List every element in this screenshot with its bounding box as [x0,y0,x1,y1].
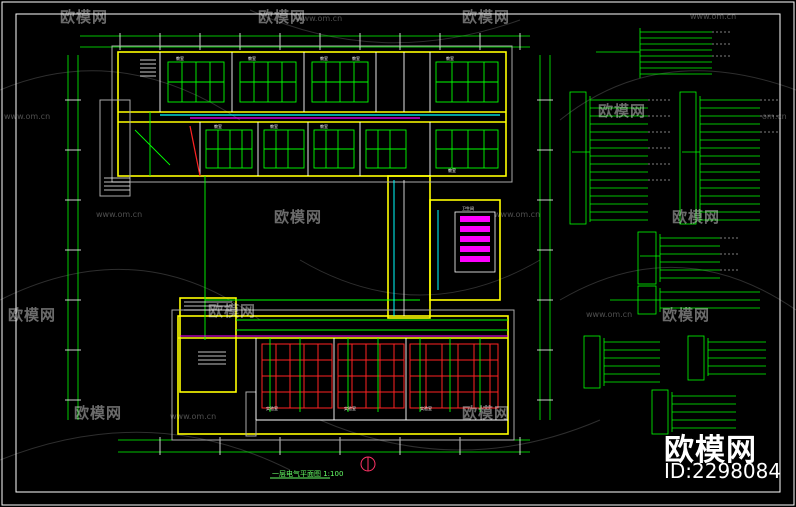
top-wing-wiring [134,61,499,340]
schematic-panel-d [583,335,766,435]
watermark-logo: 欧模网 [664,433,757,468]
schematic-panel-a [569,91,648,225]
toilet-fixtures [393,180,496,316]
room-label: 教室 [352,55,360,61]
room-label: 实验室 [266,405,278,411]
room-label: 卫生间 [462,205,474,211]
schematic-panel-c [610,231,760,315]
room-label: 教室 [320,55,328,61]
watermark-url: www.om.cn [586,310,633,319]
schematic-top [596,28,712,78]
watermark-id: ID:2298084 [664,459,782,483]
room-label: 教室 [446,55,454,61]
building-perimeter [99,45,515,441]
room-label: 教室 [448,167,456,173]
north-arrow [360,456,376,472]
bottom-wing-rooms [180,335,508,421]
watermark-brand: 欧模网 [258,8,307,26]
sheet-inner-frame [15,13,781,493]
watermark-brand: 欧模网 [598,102,647,120]
watermark-brand: 欧模网 [74,404,123,422]
room-label: 教室 [176,55,184,61]
room-label: 实验室 [344,405,356,411]
watermark-url: www.om.cn [96,210,143,219]
watermark-brand: 欧模网 [208,302,257,320]
watermark-brand: 欧模网 [462,404,511,422]
watermark-url: om.cn [762,112,787,121]
room-label: 教室 [248,55,256,61]
schematic-text-marks [648,31,778,271]
watermark-url: www.om.cn [4,112,51,121]
watermark-brand: 欧模网 [60,8,109,26]
watermark-brand: 欧模网 [662,306,711,324]
watermark-brand: 欧模网 [672,208,721,226]
room-label: 教室 [270,123,278,129]
room-label: 教室 [214,123,222,129]
watermark-url: www.om.cn [690,12,737,21]
watermark-url: www.om.cn [170,412,217,421]
watermark-url: www.om.cn [296,14,343,23]
stairs [104,59,232,365]
bottom-wing-lab-grid [261,343,499,409]
schematic-panel-b [679,91,760,225]
corridor-cables-top [160,114,500,177]
watermark-brand: 欧模网 [8,306,57,324]
watermark-brand: 欧模网 [462,8,511,26]
watermark-url: www.om.cn [494,210,541,219]
building-walls [117,51,509,435]
drawing-title: 一层电气平面图 1:100 [272,469,343,478]
room-label: 教室 [320,123,328,129]
watermark-brand: 欧模网 [274,208,323,226]
bottom-wing-wiring [236,319,508,412]
room-label: 实验室 [420,405,432,411]
top-wing-rooms [159,52,431,176]
